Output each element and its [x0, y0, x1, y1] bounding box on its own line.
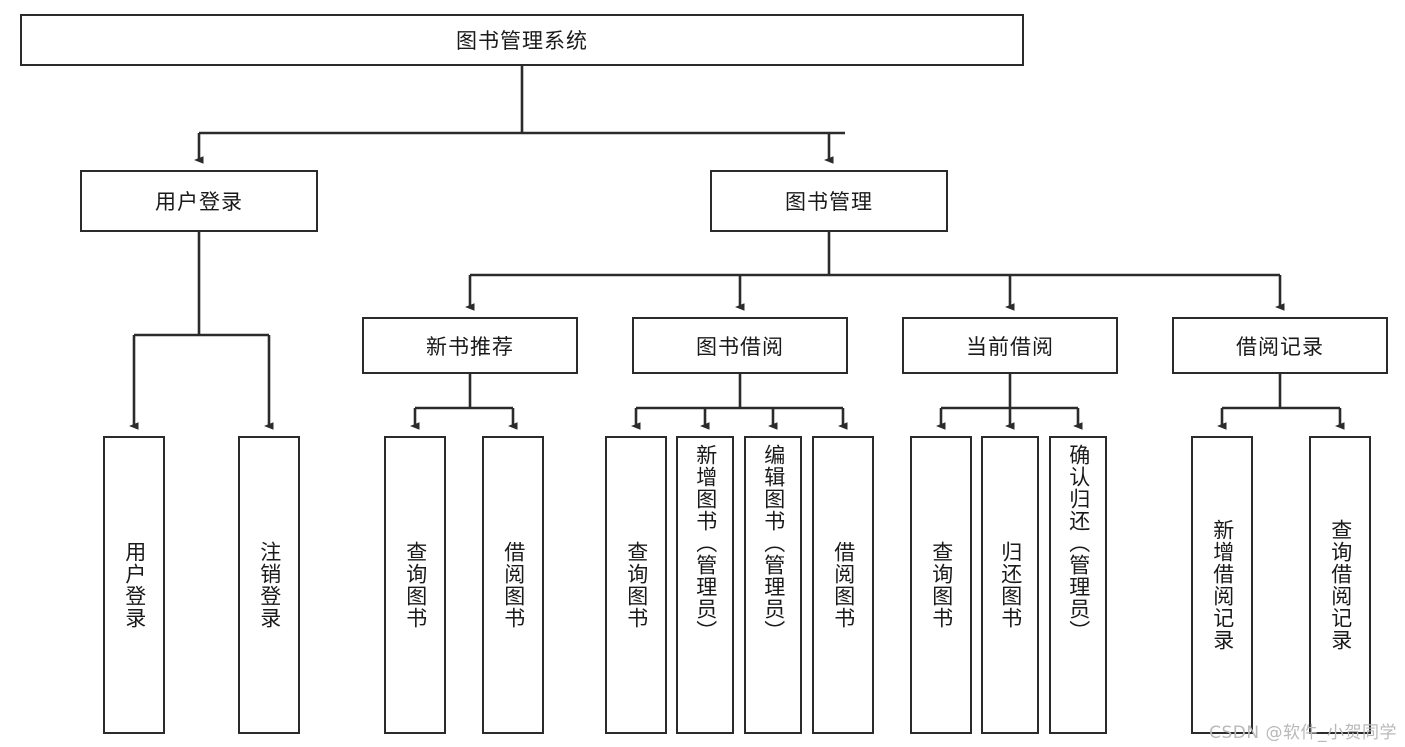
leaf-label: 编辑图书（管理员）: [761, 444, 786, 642]
leaf-label: 查询图书: [624, 541, 649, 629]
leaf-label: 查询图书: [403, 541, 428, 629]
node-current-borrow[interactable]: 当前借阅: [902, 317, 1118, 374]
leaf-label: 新增图书（管理员）: [693, 444, 718, 642]
node-user-login[interactable]: 用户登录: [80, 170, 318, 232]
node-book-borrow[interactable]: 图书借阅: [632, 317, 848, 374]
leaf-label: 归还图书: [998, 541, 1023, 629]
leaf-user-login-login[interactable]: 用户登录: [103, 436, 165, 734]
watermark: CSDN @软件_小贺同学: [1209, 723, 1397, 743]
node-root-book-management-system[interactable]: 图书管理系统: [20, 14, 1024, 66]
leaf-label: 查询图书: [929, 541, 954, 629]
leaf-label: 注销登录: [257, 541, 282, 629]
node-label: 图书管理: [785, 190, 873, 214]
node-label: 借阅记录: [1236, 334, 1324, 359]
node-label: 当前借阅: [966, 334, 1054, 359]
node-borrow-record[interactable]: 借阅记录: [1172, 317, 1388, 374]
leaf-record-add-borrow-record[interactable]: 新增借阅记录: [1191, 436, 1253, 734]
node-new-book-recommend[interactable]: 新书推荐: [362, 317, 578, 374]
leaf-label: 新增借阅记录: [1210, 519, 1235, 651]
leaf-current-query-book[interactable]: 查询图书: [910, 436, 972, 734]
leaf-user-login-logout[interactable]: 注销登录: [238, 436, 300, 734]
leaf-record-query-borrow-record[interactable]: 查询借阅记录: [1309, 436, 1371, 734]
node-book-management[interactable]: 图书管理: [710, 170, 948, 232]
leaf-label: 借阅图书: [831, 541, 856, 629]
leaf-label: 用户登录: [122, 541, 147, 629]
leaf-label: 查询借阅记录: [1328, 519, 1353, 651]
node-label: 新书推荐: [426, 334, 514, 359]
leaf-borrow-edit-book-admin[interactable]: 编辑图书（管理员）: [744, 436, 802, 734]
node-label: 用户登录: [155, 190, 243, 214]
leaf-label: 借阅图书: [501, 541, 526, 629]
leaf-recommend-borrow-book[interactable]: 借阅图书: [482, 436, 544, 734]
leaf-borrow-borrow-book[interactable]: 借阅图书: [812, 436, 874, 734]
leaf-label: 确认归还（管理员）: [1066, 444, 1091, 642]
leaf-current-confirm-return-admin[interactable]: 确认归还（管理员）: [1049, 436, 1107, 734]
leaf-recommend-query-book[interactable]: 查询图书: [384, 436, 446, 734]
node-label: 图书管理系统: [456, 29, 588, 53]
node-label: 图书借阅: [696, 334, 784, 359]
leaf-current-return-book[interactable]: 归还图书: [981, 436, 1039, 734]
leaf-borrow-add-book-admin[interactable]: 新增图书（管理员）: [676, 436, 734, 734]
leaf-borrow-query-book[interactable]: 查询图书: [605, 436, 667, 734]
